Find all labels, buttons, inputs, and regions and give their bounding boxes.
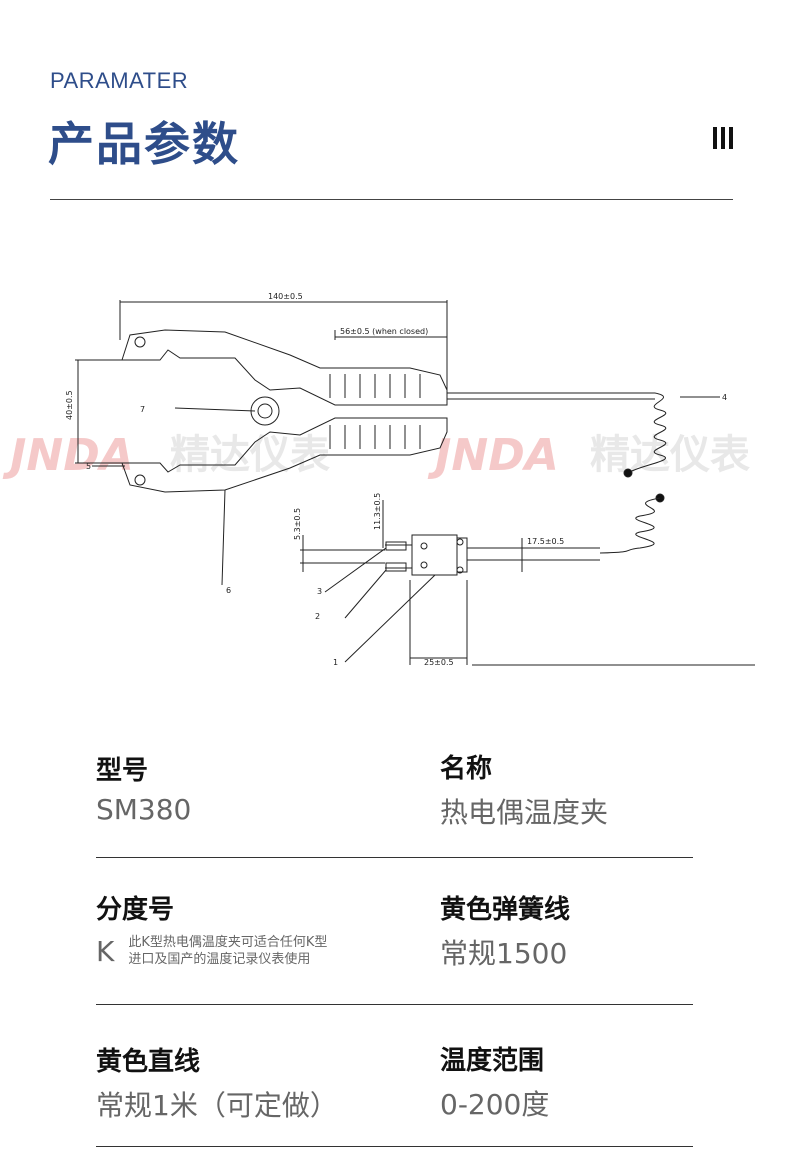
callout-3: 3 (317, 587, 322, 596)
spec-value: 0-200度 (440, 1088, 550, 1121)
spec-label: 型号 (96, 756, 149, 786)
dim-length: 140±0.5 (268, 292, 303, 301)
spec-value: 常规1米（可定做） (96, 1089, 338, 1122)
page-title: 产品参数 (48, 117, 240, 171)
spec-model: 型号 SM380 (96, 750, 191, 826)
row-divider (96, 1004, 693, 1005)
watermark-cn-right: 精达仪表 (590, 432, 750, 478)
watermark-cn-left: 精达仪表 (170, 432, 330, 478)
spec-value: SM380 (96, 793, 192, 826)
callout-2: 2 (315, 612, 320, 621)
spec-yellow-straight: 黄色直线 常规1米（可定做） (96, 1041, 338, 1124)
callout-5: 5 (86, 462, 91, 471)
dim-width: 40±0.5 (65, 390, 74, 420)
callout-1: 1 (333, 658, 338, 667)
dim-pin-w: 5.3±0.5 (293, 508, 302, 540)
technical-drawing: JNDA 精达仪表 JNDA 精达仪表 (2, 292, 755, 667)
menu-bars-icon (713, 127, 735, 149)
dim-plug-len: 17.5±0.5 (527, 537, 564, 546)
spec-label: 黄色弹簧线 (440, 895, 571, 925)
spec-graduation: 分度号 K 此K型热电偶温度夹可适合任何K型 进口及国产的温度记录仪表使用 (96, 889, 327, 968)
row-divider (96, 1146, 693, 1147)
spec-label: 黄色直线 (96, 1047, 201, 1077)
spec-name: 名称 热电偶温度夹 (440, 748, 608, 831)
dim-opening: 56±0.5 (when closed) (340, 327, 428, 336)
spec-value: 热电偶温度夹 (440, 796, 609, 829)
row-divider (96, 857, 693, 858)
spec-label: 名称 (440, 754, 493, 784)
watermark-latin-left: JNDA (2, 430, 134, 481)
spec-note: 此K型热电偶温度夹可适合任何K型 进口及国产的温度记录仪表使用 (128, 935, 328, 967)
spec-temp-range: 温度范围 0-200度 (440, 1040, 549, 1123)
watermark-latin-right: JNDA (427, 430, 559, 481)
callout-4: 4 (722, 393, 727, 402)
spec-label: 分度号 (96, 895, 175, 925)
spec-value: 常规1500 (440, 937, 568, 970)
spec-yellow-coil: 黄色弹簧线 常规1500 (440, 889, 570, 972)
header-divider (50, 199, 733, 200)
spec-value: K (96, 934, 115, 968)
dim-pin-h: 11.3±0.5 (373, 493, 382, 530)
dim-plug-w: 25±0.5 (424, 658, 454, 667)
spec-label: 温度范围 (440, 1046, 545, 1076)
callout-6: 6 (226, 586, 231, 595)
eyebrow: PARAMATER (50, 68, 189, 93)
callout-7: 7 (140, 405, 145, 414)
